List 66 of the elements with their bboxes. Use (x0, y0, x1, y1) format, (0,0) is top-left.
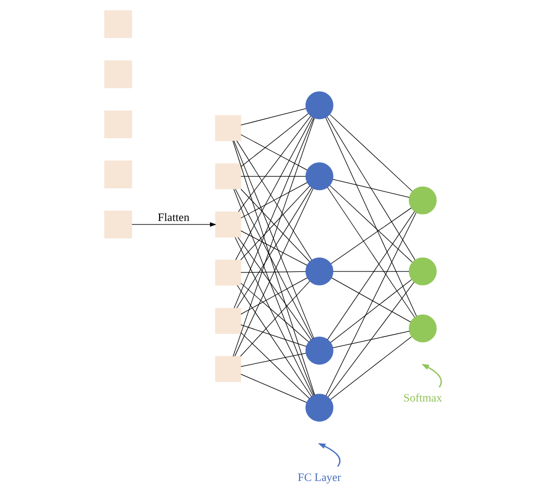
connector (328, 282, 414, 398)
connector (240, 374, 307, 403)
connector (238, 236, 312, 340)
arrow (421, 364, 442, 388)
node-box (104, 60, 132, 88)
node-box (104, 160, 132, 188)
connector (240, 324, 307, 347)
node-text: Softmax (403, 392, 442, 405)
connector (325, 117, 417, 316)
connector (236, 285, 312, 397)
node-box (215, 163, 242, 190)
node-box (104, 110, 132, 138)
node-circle (305, 91, 334, 120)
connector (240, 230, 308, 266)
connector (240, 113, 309, 168)
connector (330, 208, 412, 264)
node-circle (305, 162, 334, 190)
connector (234, 118, 314, 308)
connector (233, 188, 314, 396)
connector (240, 182, 308, 218)
node-box (215, 308, 242, 334)
connector (330, 114, 413, 192)
connector (327, 187, 415, 318)
connector (235, 116, 313, 260)
arrow (318, 443, 340, 467)
node-circle (408, 257, 437, 286)
node-box (215, 356, 242, 382)
edge-label: Flatten (158, 212, 190, 224)
connector (240, 280, 310, 357)
connector (332, 330, 410, 348)
connector (240, 108, 306, 126)
connector (326, 212, 416, 396)
node-text: FC Layer (298, 472, 342, 484)
node-circle (408, 186, 437, 214)
connector (240, 352, 306, 367)
node-circle (408, 314, 437, 342)
node-circle (305, 394, 334, 422)
connector (238, 116, 312, 212)
connector (240, 282, 310, 342)
node-box (215, 260, 242, 286)
connector (330, 185, 413, 262)
connector (236, 140, 312, 260)
connector (332, 271, 410, 272)
connector (232, 118, 315, 357)
node-box (104, 210, 132, 238)
connector (331, 278, 411, 322)
connector (240, 277, 308, 314)
connector (232, 140, 315, 396)
node-box (104, 10, 132, 38)
node-box (215, 212, 242, 238)
connector (240, 134, 308, 170)
connector (332, 179, 410, 198)
connector (326, 116, 416, 260)
arrow (132, 222, 216, 227)
connector (234, 237, 314, 396)
connector (330, 336, 412, 400)
connector (234, 140, 314, 338)
connector (240, 271, 306, 273)
connector (327, 211, 415, 340)
node-circle (305, 336, 334, 365)
node-circle (305, 257, 334, 286)
connector (240, 332, 310, 399)
node-box (215, 115, 242, 142)
connector (240, 176, 306, 177)
connector (330, 279, 412, 343)
connector (236, 187, 312, 308)
